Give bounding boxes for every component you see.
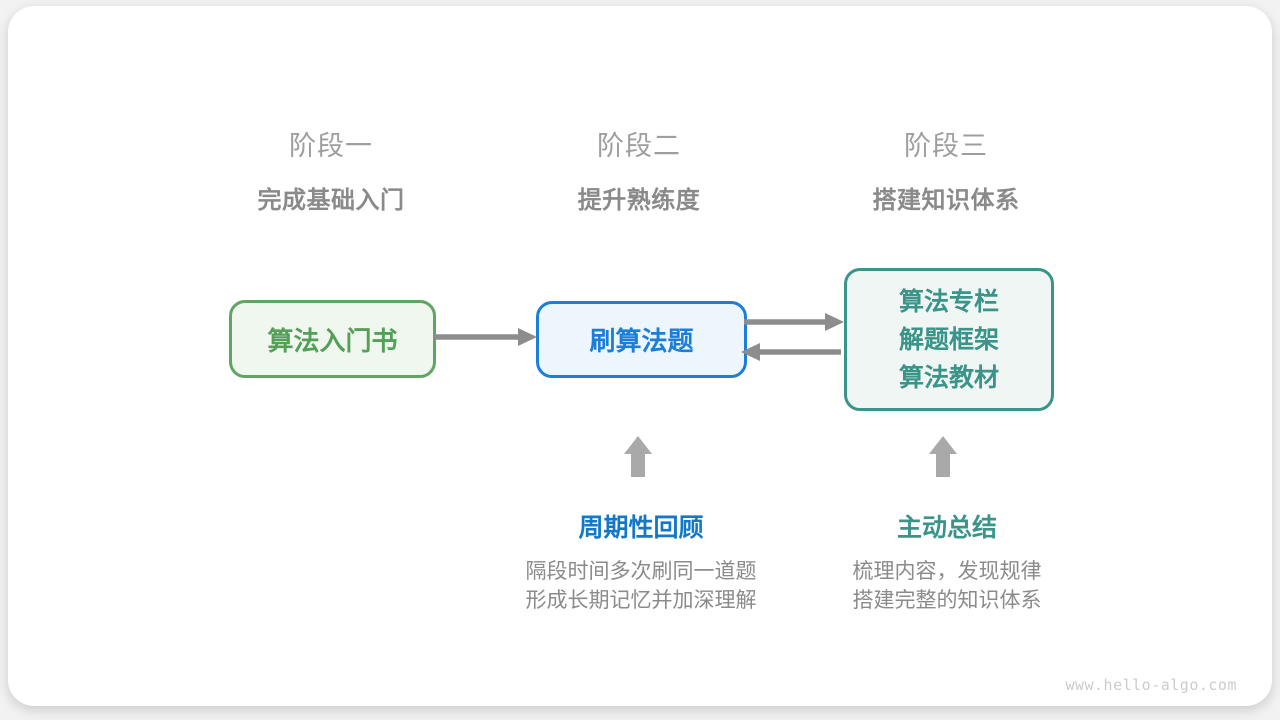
stage-3-title: 阶段三 bbox=[904, 131, 988, 161]
annotation-review-label: 周期性回顾 bbox=[578, 514, 704, 542]
node-resources-line-1: 算法专栏 bbox=[898, 287, 999, 316]
stage-3-header: 阶段三 搭建知识体系 bbox=[786, 124, 1106, 215]
stage-2-subtitle: 提升熟练度 bbox=[577, 187, 701, 214]
annotation-review-desc: 隔段时间多次刷同一道题 形成长期记忆并加深理解 bbox=[461, 557, 821, 615]
stage-1-header: 阶段一 完成基础入门 bbox=[171, 124, 491, 215]
node-intro-book: 算法入门书 bbox=[229, 300, 436, 378]
annotation-review-desc-line-2: 形成长期记忆并加深理解 bbox=[525, 589, 757, 612]
node-resources: 算法专栏 解题框架 算法教材 bbox=[844, 268, 1054, 411]
node-resources-line-3: 算法教材 bbox=[898, 363, 999, 392]
stage-1-title: 阶段一 bbox=[289, 131, 373, 161]
node-practice-label: 刷算法题 bbox=[589, 326, 694, 356]
stage-2-title: 阶段二 bbox=[597, 131, 681, 161]
annotation-summarize-desc-line-2: 搭建完整的知识体系 bbox=[852, 589, 1042, 612]
stage-3-subtitle: 搭建知识体系 bbox=[872, 187, 1020, 214]
stage-1-subtitle: 完成基础入门 bbox=[257, 187, 405, 214]
annotation-review-desc-line-1: 隔段时间多次刷同一道题 bbox=[525, 560, 757, 583]
annotation-summarize-label: 主动总结 bbox=[896, 514, 997, 542]
node-practice: 刷算法题 bbox=[536, 301, 747, 378]
annotation-summarize-desc-line-1: 梳理内容，发现规律 bbox=[852, 560, 1042, 583]
stage-2-header: 阶段二 提升熟练度 bbox=[479, 124, 799, 215]
annotation-summarize-desc: 梳理内容，发现规律 搭建完整的知识体系 bbox=[767, 557, 1127, 615]
node-intro-book-label: 算法入门书 bbox=[267, 325, 398, 356]
watermark: www.hello-algo.com bbox=[1065, 676, 1237, 694]
node-resources-line-2: 解题框架 bbox=[898, 325, 999, 354]
